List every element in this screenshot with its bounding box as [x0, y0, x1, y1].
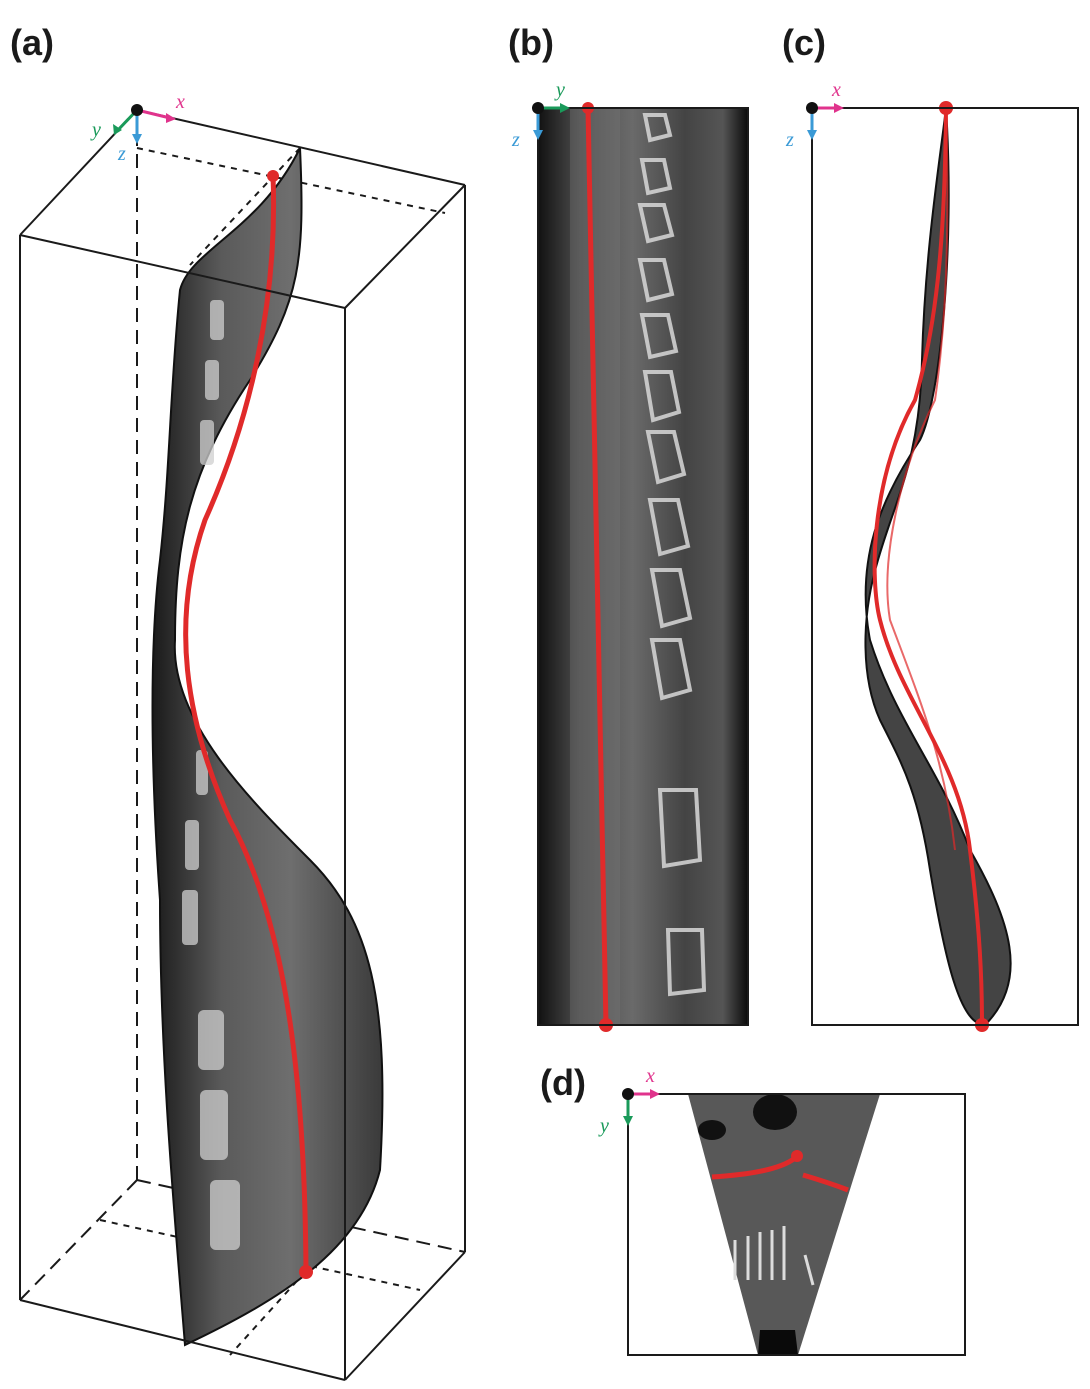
z-axis-label: z [117, 143, 126, 165]
box-solid-edges [19, 109, 466, 1381]
y-axis-label: y [90, 119, 101, 141]
axis-triad-d: x y [598, 1065, 660, 1137]
frame-c [811, 107, 1079, 1026]
axis-triad-c: x z [785, 79, 844, 151]
centerline-axial-left [711, 1155, 797, 1180]
ct-surface-3d [151, 147, 384, 1347]
centerline-coronal-secondary [886, 107, 956, 851]
frame-d [627, 1093, 966, 1356]
centerline-start-point [267, 170, 279, 182]
panel-d: x y [598, 1065, 966, 1356]
panel-c: x z [785, 79, 1079, 1032]
dark-region [753, 1094, 797, 1130]
centerline-3d [183, 175, 309, 1273]
ct-fan-axial [688, 1094, 880, 1355]
panel-label-c: (c) [782, 22, 826, 63]
z-axis-label-b: z [511, 129, 520, 151]
centerline-point-d [791, 1150, 803, 1162]
x-axis-label-d: x [645, 1065, 655, 1087]
dark-region [698, 1120, 726, 1140]
vertebrae-3d [182, 300, 240, 1250]
panel-label-a: (a) [10, 22, 54, 63]
axis-triad-a: x y z [90, 91, 185, 165]
dark-region-bottom [758, 1330, 798, 1355]
centerline-sagittal [585, 107, 609, 1026]
panel-label-d: (d) [540, 1062, 586, 1103]
centerline-coronal [872, 107, 984, 1026]
axis-triad-b: y z [511, 79, 570, 151]
vertebra-axial [733, 1226, 815, 1286]
z-axis-label-c: z [785, 129, 794, 151]
x-axis-label: x [175, 91, 185, 113]
panel-label-b: (b) [508, 22, 554, 63]
y-axis-label-d: y [598, 1115, 609, 1137]
vertebrae-sagittal [637, 113, 707, 997]
ct-image-sagittal [538, 108, 748, 1025]
panel-a: x y z [19, 91, 466, 1381]
centerline-axial-right [802, 1172, 849, 1193]
centerline-end-point [299, 1265, 313, 1279]
panel-b: y z [511, 79, 749, 1032]
x-axis-label-c: x [831, 79, 841, 101]
y-axis-label-b: y [554, 79, 565, 101]
frame-b [537, 107, 749, 1026]
